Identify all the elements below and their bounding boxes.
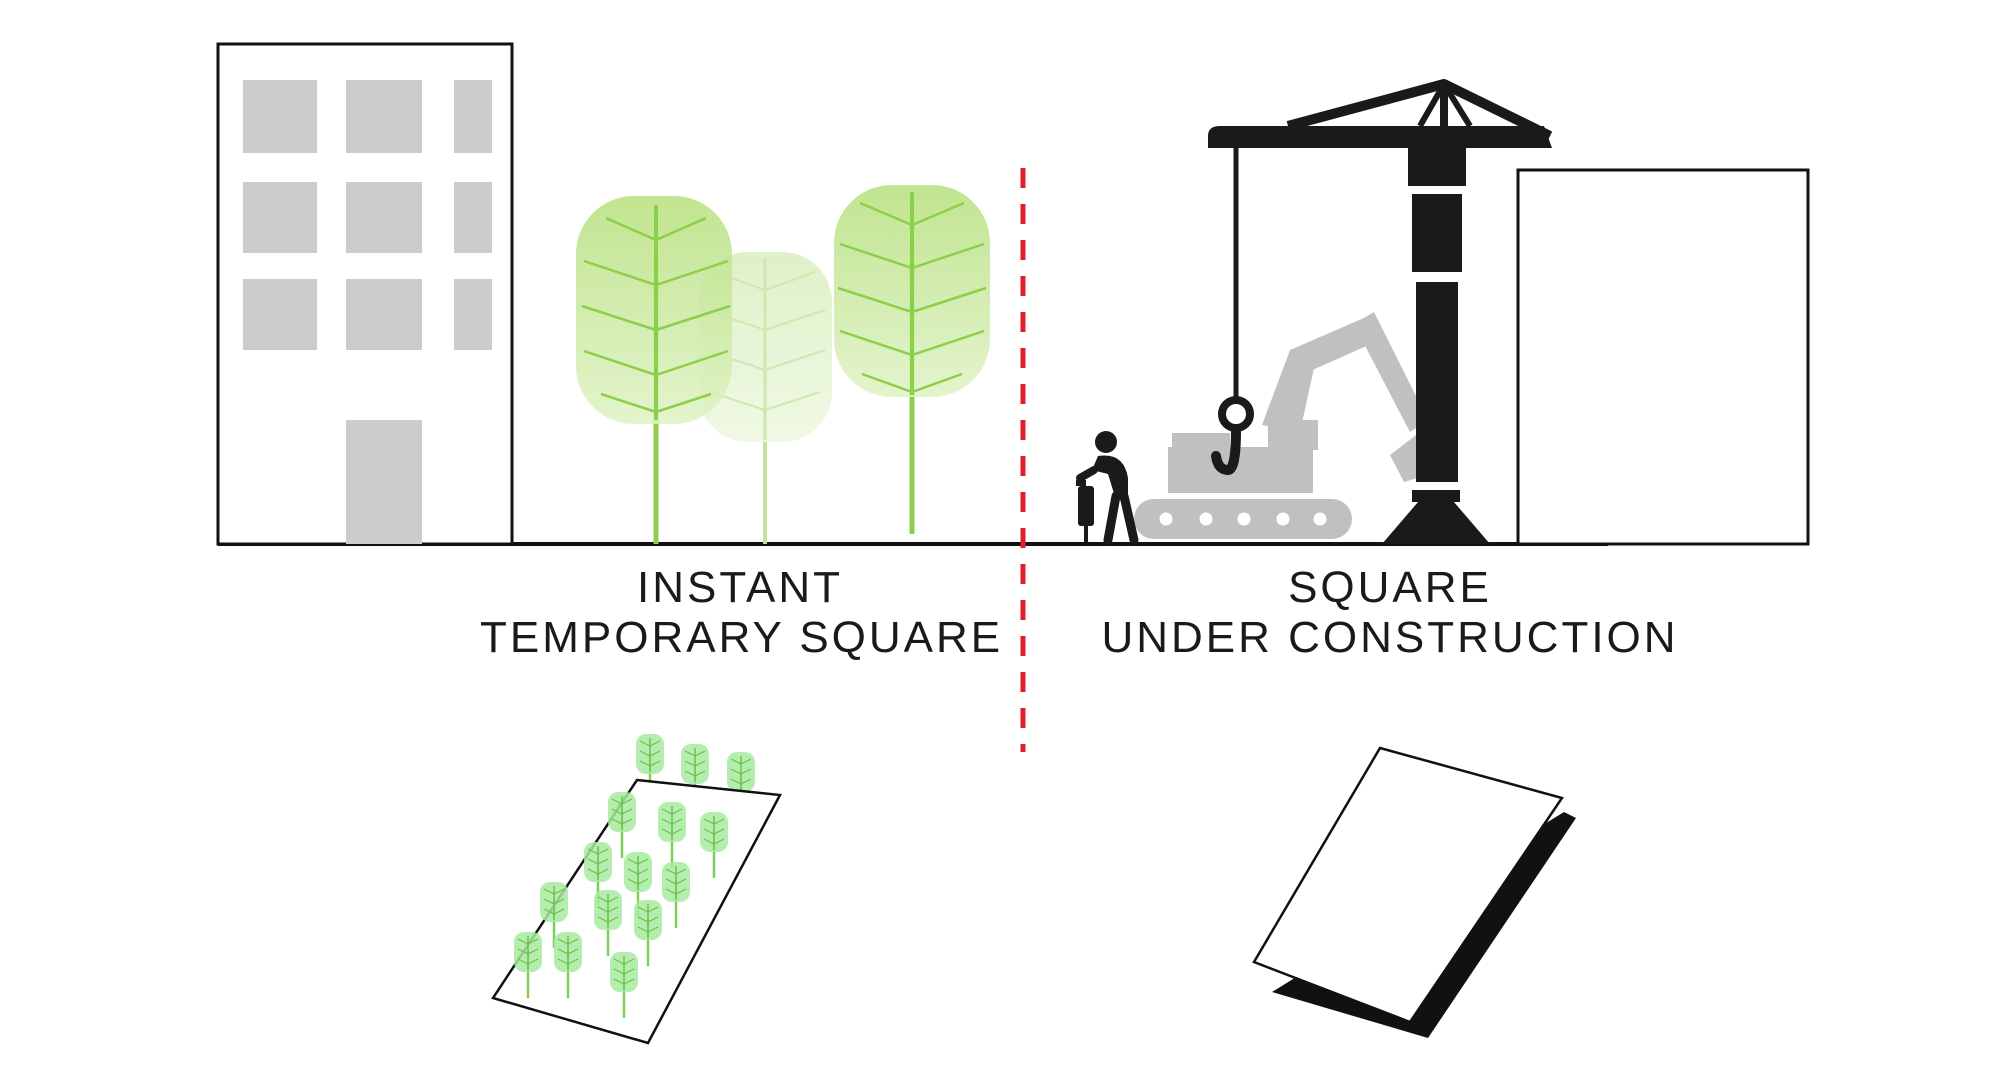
worker-jackhammer-icon bbox=[1076, 431, 1139, 545]
office-building-icon bbox=[216, 42, 514, 546]
label-right-line2: UNDER CONSTRUCTION bbox=[1101, 613, 1679, 662]
excavator-icon bbox=[1134, 312, 1444, 539]
label-square-under-construction: SQUARE UNDER CONSTRUCTION bbox=[1060, 563, 1720, 663]
tree-icon-left bbox=[576, 196, 732, 544]
tower-crane-icon bbox=[1208, 79, 1553, 544]
plain-block bbox=[1516, 168, 1810, 546]
tree-icon-right bbox=[834, 185, 990, 534]
label-instant-temporary-square: INSTANT TEMPORARY SQUARE bbox=[480, 563, 1000, 663]
plot-with-trees-icon bbox=[491, 732, 782, 1045]
empty-plot-icon bbox=[1252, 746, 1576, 1038]
label-right-line1: SQUARE bbox=[1288, 563, 1492, 612]
label-left-line1: INSTANT bbox=[637, 563, 843, 612]
label-left-line2: TEMPORARY SQUARE bbox=[480, 613, 1004, 662]
